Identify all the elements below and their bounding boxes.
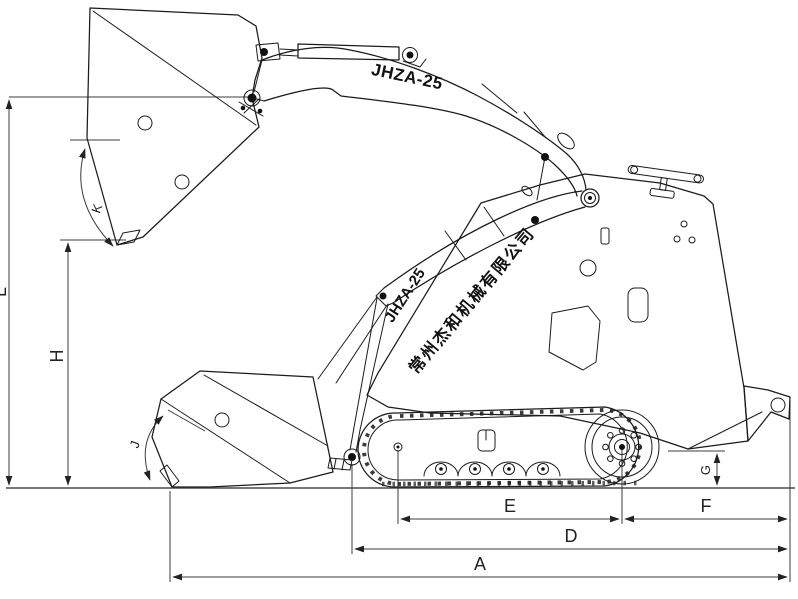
hitch-hole (770, 397, 786, 413)
handlebar (627, 164, 704, 199)
dimension-D: D (354, 526, 788, 553)
dim-label-J: J (127, 439, 143, 450)
front-frame-pivot (348, 453, 356, 461)
body-hole (579, 259, 597, 277)
bucket-hole (214, 412, 230, 428)
dimension-A: A (172, 554, 788, 581)
drive-sprocket (584, 409, 660, 485)
dim-label-G: G (698, 465, 713, 475)
step-bracket (327, 457, 353, 471)
cylinder-pin (406, 51, 414, 59)
dimension-G: G (668, 450, 725, 486)
track-assembly (357, 406, 660, 488)
model-label-lower-boom: JHZA-25 (382, 265, 429, 325)
boom-pivot (580, 188, 600, 208)
dim-label-E: E (504, 496, 516, 516)
lowered-bucket (151, 370, 334, 488)
boom-lowered: JHZA-25 (317, 190, 586, 384)
boom-raised: JHZA-25 (252, 46, 587, 224)
bucket-blade (159, 464, 180, 488)
rear-hitch (743, 385, 791, 442)
engine-cover (548, 305, 601, 371)
dim-label-L: L (0, 287, 10, 297)
dim-label-F: F (701, 496, 712, 516)
dimension-F: F (624, 496, 788, 523)
bucket-pivot-pin (247, 93, 257, 103)
track-outer (357, 406, 640, 488)
dimension-layer: L H K J G (0, 96, 795, 582)
dimension-J-angle: J (127, 409, 206, 481)
company-name-label: 常州杰和机械有限公司 (404, 223, 538, 378)
dimension-E: E (400, 496, 620, 523)
dim-label-H: H (47, 350, 67, 363)
front-frame (327, 297, 389, 471)
body-slot-small (600, 227, 610, 245)
road-wheels (423, 461, 561, 477)
dim-label-A: A (474, 554, 486, 574)
arm-tip-pin (379, 292, 387, 300)
body-slot (627, 287, 649, 323)
dimension-L: L (0, 96, 256, 486)
machine-drawing: JHZA-25 JHZA-25 (86, 7, 791, 488)
raised-bucket (86, 7, 264, 246)
dimension-H: H (47, 239, 126, 486)
dim-label-D: D (565, 526, 578, 546)
bucket-hole (137, 115, 153, 131)
cylinder-pin (260, 48, 268, 56)
link-pin (531, 216, 539, 224)
track-inner (367, 413, 628, 481)
bucket-blade (116, 229, 141, 246)
front-idler (393, 442, 403, 452)
bucket-hole (174, 174, 190, 190)
dim-label-K: K (88, 202, 105, 216)
boom-eye-hole (557, 132, 575, 150)
model-label-upper-boom: JHZA-25 (370, 60, 445, 94)
